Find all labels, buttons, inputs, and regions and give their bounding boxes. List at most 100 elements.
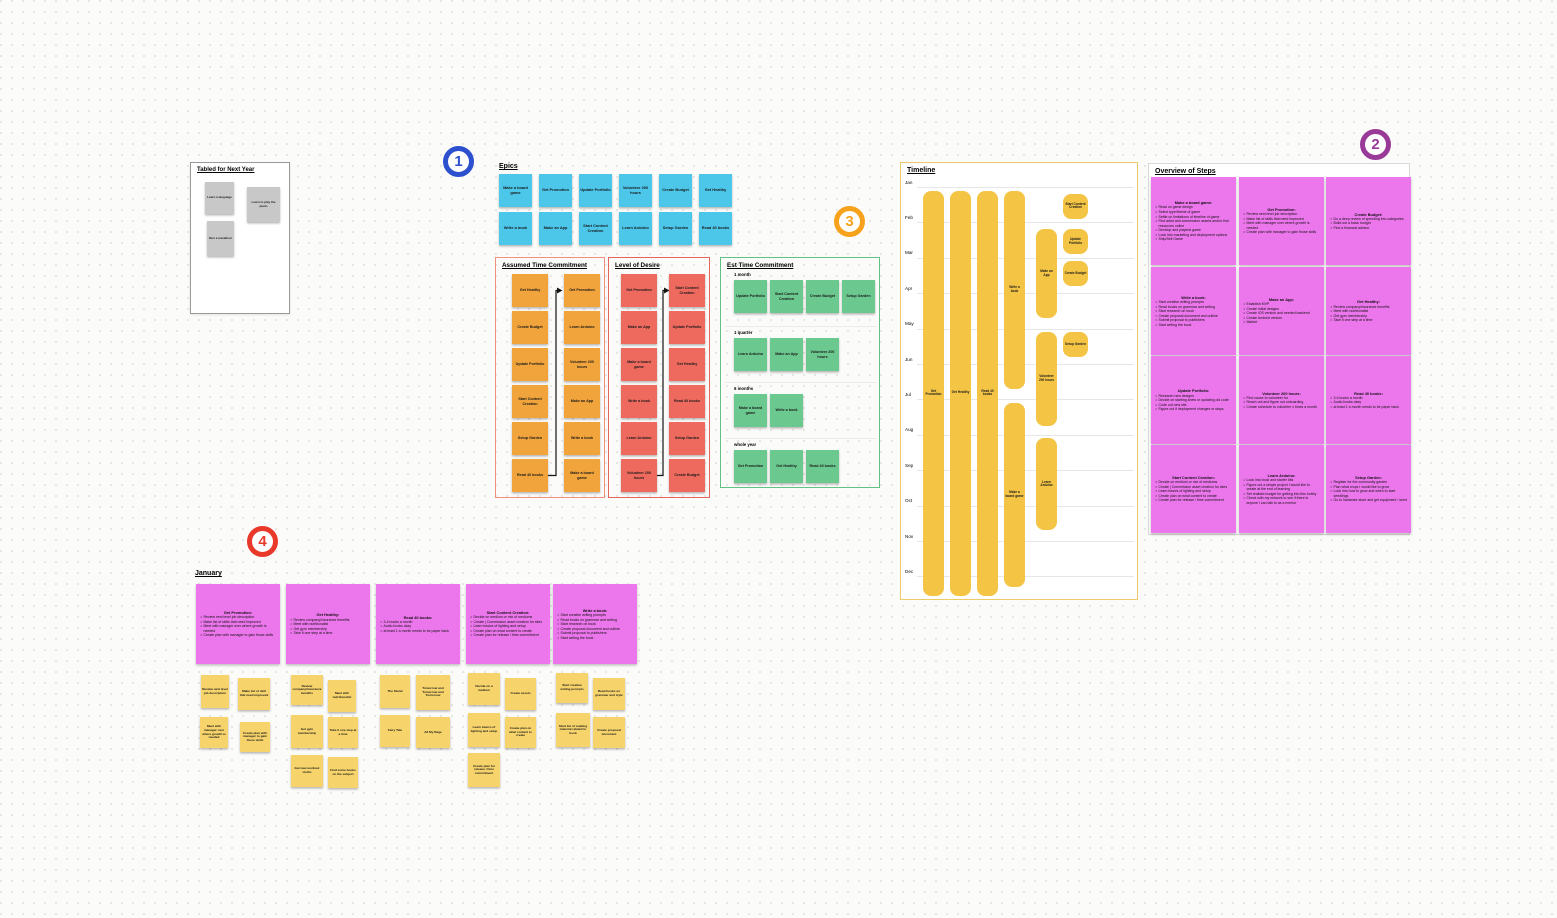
sticky-note[interactable]: Make a board game — [499, 174, 532, 207]
sticky-note[interactable]: Create Budget — [806, 280, 839, 313]
timeline-bar[interactable]: Write a book — [1004, 190, 1025, 389]
number-marker-2[interactable]: 2 — [1360, 129, 1391, 160]
sticky-note[interactable]: Tomorrow and Tomorrow and Tomorrow — [416, 675, 450, 710]
sticky-note[interactable]: Make an App — [564, 385, 600, 418]
sticky-note[interactable]: Learn basics of lighting and setup — [468, 713, 500, 747]
sticky-note[interactable]: Review company/insurance benefits — [291, 675, 323, 705]
sticky-note[interactable]: Update Portfolio — [669, 311, 705, 344]
step-card[interactable]: Start Content Creation:Decide on medium … — [466, 584, 550, 664]
sticky-note[interactable]: Read books on grammar and style — [593, 678, 625, 710]
sticky-note[interactable]: Read 40 books — [806, 450, 839, 483]
sticky-note[interactable]: Learn Arduino — [734, 338, 767, 371]
sticky-note[interactable]: Make an App — [770, 338, 803, 371]
sticky-note[interactable]: Start Content Creation — [770, 280, 803, 313]
timeline-bar[interactable]: Setup Garden — [1063, 332, 1088, 357]
step-card[interactable]: Learn Arduino:Look into book and starter… — [1239, 445, 1324, 533]
sticky-note[interactable]: Start creative writing prompts — [556, 673, 588, 703]
sticky-note[interactable]: Get new workout cloths — [291, 755, 323, 787]
sticky-note[interactable]: Update Portfolio — [734, 280, 767, 313]
sticky-note[interactable]: Start Content Creation — [669, 274, 705, 307]
step-card[interactable]: Write a book:Start creative writing prom… — [553, 584, 637, 664]
sticky-note[interactable]: Make an App — [539, 212, 572, 245]
timeline-bar[interactable]: Make an App — [1036, 229, 1057, 318]
timeline-bar[interactable]: Make a board game — [1004, 402, 1025, 588]
sticky-note[interactable]: Get Healthy — [770, 450, 803, 483]
sticky-note[interactable]: Meet with nutritionalist — [328, 680, 356, 712]
timeline-bar[interactable]: Learn Arduino — [1036, 438, 1057, 531]
sticky-note[interactable]: Update Portfolio — [512, 348, 548, 381]
sticky-note[interactable]: Read 40 books — [699, 212, 732, 245]
number-marker-3[interactable]: 3 — [834, 206, 865, 237]
sticky-note[interactable]: Get Promotion — [621, 274, 657, 307]
sticky-note[interactable]: Write a book — [621, 385, 657, 418]
sticky-note[interactable]: Create Budget — [659, 174, 692, 207]
timeline-bar[interactable]: Start Content Creation — [1063, 194, 1088, 219]
sticky-note[interactable]: Create Budget — [669, 459, 705, 492]
sticky-note[interactable]: Learn Arduino — [619, 212, 652, 245]
sticky-note[interactable]: Setup Garden — [669, 422, 705, 455]
step-card[interactable]: Start Content Creation:Decide on medium … — [1151, 445, 1236, 533]
sticky-note[interactable]: Make an App — [621, 311, 657, 344]
sticky-note[interactable]: Learn a language — [205, 182, 234, 214]
sticky-note[interactable]: Create proposal document — [593, 717, 625, 748]
sticky-note[interactable]: Start Content Creation — [579, 212, 612, 245]
step-card[interactable]: Get Promotion:Review next level job desc… — [196, 584, 280, 664]
sticky-note[interactable]: Meet with manager over where growth is n… — [200, 717, 228, 748]
sticky-note[interactable]: Make list of skill that need improved — [238, 678, 270, 710]
sticky-note[interactable]: Get Promotion — [734, 450, 767, 483]
sticky-note[interactable]: Setup Garden — [512, 422, 548, 455]
sticky-note[interactable]: Make a board game — [734, 394, 767, 427]
sticky-note[interactable]: Update Portfolio — [579, 174, 612, 207]
timeline-bar[interactable]: Update Portfolio — [1063, 229, 1088, 255]
sticky-note[interactable]: Make a board game — [621, 348, 657, 381]
step-card[interactable]: Make an App:Establish MVPCreate initial … — [1239, 267, 1324, 355]
sticky-note[interactable]: Volunteer 200 hours — [619, 174, 652, 207]
sticky-note[interactable]: Create plan with manager to gain those s… — [240, 722, 270, 752]
sticky-note[interactable]: Learn Arduino — [621, 422, 657, 455]
sticky-note[interactable]: Volunteer 200 hours — [564, 348, 600, 381]
timeline-bar[interactable]: Get Promotion — [923, 190, 944, 596]
sticky-note[interactable]: Run a marathon — [207, 221, 234, 256]
sticky-note[interactable]: Find some books on the subject — [328, 757, 358, 788]
sticky-note[interactable]: Create assets — [505, 678, 536, 710]
sticky-note[interactable]: Take it one step at a time — [328, 717, 358, 748]
step-card[interactable]: Get Promotion:Review next level job desc… — [1239, 177, 1324, 265]
sticky-note[interactable]: Learn to play the piano — [247, 187, 280, 222]
sticky-note[interactable]: Create plan for release / time commitmen… — [468, 753, 500, 787]
sticky-note[interactable]: Setup Garden — [842, 280, 875, 313]
sticky-note[interactable]: Write a book — [770, 394, 803, 427]
step-card[interactable]: Make a board game:Read on game designSel… — [1151, 177, 1236, 265]
sticky-note[interactable]: Get gym membership — [291, 715, 323, 748]
step-card[interactable]: Write a book:Start creative writing prom… — [1151, 267, 1236, 355]
step-card[interactable]: Volunteer 200 hours:Find cause to volunt… — [1239, 356, 1324, 444]
step-card[interactable]: Setup Garden:Register for the community … — [1326, 445, 1411, 533]
timeline-bar[interactable]: Read 40 books — [977, 190, 998, 596]
timeline-bar[interactable]: Create Budget — [1063, 261, 1088, 287]
sticky-note[interactable]: Create Budget — [512, 311, 548, 344]
sticky-note[interactable]: Review next level job description — [201, 675, 229, 708]
step-card[interactable]: Read 40 books:3-4 books a monthAudio boo… — [376, 584, 460, 664]
sticky-note[interactable]: Read 40 books — [512, 459, 548, 492]
sticky-note[interactable]: Learn Arduino — [564, 311, 600, 344]
sticky-note[interactable]: Get Healthy — [512, 274, 548, 307]
sticky-note[interactable]: Start list of reading material related t… — [556, 713, 590, 747]
step-card[interactable]: Update Portfolio:Research new designsDec… — [1151, 356, 1236, 444]
sticky-note[interactable]: Decide on a medium — [468, 673, 500, 705]
sticky-note[interactable]: Get Healthy — [699, 174, 732, 207]
sticky-note[interactable]: Write a book — [499, 212, 532, 245]
sticky-note[interactable]: Start Content Creation — [512, 385, 548, 418]
sticky-note[interactable]: Setup Garden — [659, 212, 692, 245]
sticky-note[interactable]: Make a board game — [564, 459, 600, 492]
step-card[interactable]: Get Healthy:Review company/insurance ben… — [286, 584, 370, 664]
sticky-note[interactable]: All My Rage — [416, 717, 450, 748]
sticky-note[interactable]: Get Healthy — [669, 348, 705, 381]
step-card[interactable]: Get Healthy:Review company/insurance ben… — [1326, 267, 1411, 355]
sticky-note[interactable]: Write a book — [564, 422, 600, 455]
sticky-note[interactable]: Volunteer 200 hours — [621, 459, 657, 492]
timeline-bar[interactable]: Volunteer 200 hours — [1036, 332, 1057, 426]
step-card[interactable]: Read 40 books:3-4 books a monthAudio boo… — [1326, 356, 1411, 444]
number-marker-1[interactable]: 1 — [443, 146, 474, 177]
sticky-note[interactable]: Fairy Tale — [380, 715, 410, 747]
sticky-note[interactable]: Create plan on what content to create — [505, 717, 536, 748]
